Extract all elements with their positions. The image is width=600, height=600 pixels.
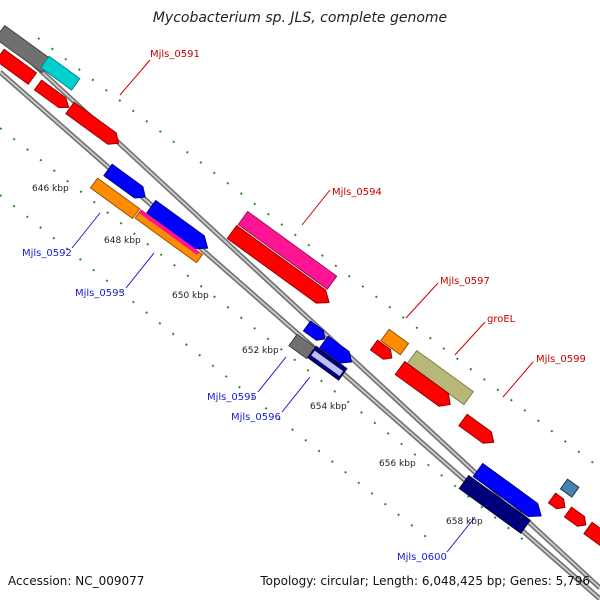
gene-label-mjls-0596: Mjls_0596 (231, 412, 281, 423)
leader-mjls-0594 (301, 189, 331, 226)
leader-mjls-0591 (119, 59, 151, 96)
gene-labels: Mjls_0591 Mjls_0594 Mjls_0597 groEL Mjls… (22, 49, 586, 563)
gene-label-mjls-0594: Mjls_0594 (332, 187, 382, 198)
leader-mjls-0600 (446, 516, 476, 553)
coord-label: 652 kbp (242, 346, 279, 356)
leader-mjls-0596 (281, 376, 311, 413)
leader-mjls-0595 (257, 356, 287, 393)
gene-label-mjls-0599: Mjls_0599 (536, 354, 586, 365)
coord-label: 648 kbp (104, 236, 141, 246)
inner-tick-row (0, 127, 531, 546)
gene-features (0, 24, 600, 547)
leader-mjls-0597 (405, 282, 439, 319)
map-title: Mycobacterium sp. JLS, complete genome (152, 10, 448, 26)
accession-label: Accession: NC_009077 (8, 574, 145, 588)
genome-summary: Topology: circular; Length: 6,048,425 bp… (260, 574, 590, 588)
leader-lines (71, 59, 534, 553)
gene-label-mjls-0597: Mjls_0597 (440, 276, 490, 287)
gene-label-mjls-0593: Mjls_0593 (75, 288, 125, 299)
coord-label: 656 kbp (379, 459, 416, 469)
tick-rows (0, 37, 600, 546)
coord-label: 654 kbp (310, 402, 347, 412)
gene-label-mjls-0600: Mjls_0600 (397, 552, 447, 563)
leader-groel (454, 321, 486, 356)
coord-label: 650 kbp (172, 291, 209, 301)
coord-label: 658 kbp (446, 517, 483, 527)
gene-label-mjls-0591: Mjls_0591 (150, 49, 200, 60)
coordinate-labels: 646 kbp 648 kbp 650 kbp 652 kbp 654 kbp … (32, 184, 483, 527)
leader-mjls-0592 (71, 212, 101, 249)
gene-label-groel: groEL (487, 314, 516, 325)
gene-label-mjls-0595: Mjls_0595 (207, 392, 257, 403)
leader-mjls-0593 (125, 252, 155, 289)
coord-label: 646 kbp (32, 184, 69, 194)
tick-row-lower (0, 194, 431, 541)
gene-label-mjls-0592: Mjls_0592 (22, 248, 72, 259)
leader-mjls-0599 (502, 361, 534, 398)
